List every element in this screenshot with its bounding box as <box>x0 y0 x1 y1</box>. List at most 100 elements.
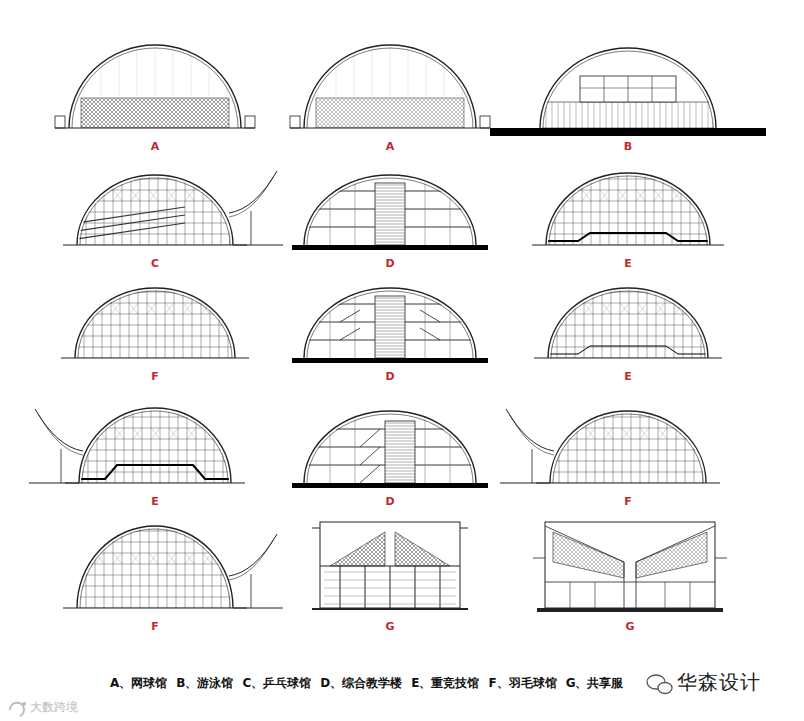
drawing-line <box>29 483 79 484</box>
drawing-line <box>201 303 210 314</box>
section-drawing <box>534 288 722 358</box>
arch-outline <box>75 288 235 358</box>
drawing-line <box>611 288 612 358</box>
drawing-line <box>656 303 665 314</box>
drawing-line <box>375 209 405 210</box>
drawing-line <box>558 102 559 128</box>
drawing-line <box>600 190 609 201</box>
drawing-line <box>210 288 211 358</box>
logo-mark <box>10 703 24 716</box>
drawing-line <box>219 303 228 314</box>
section-letter: A <box>151 140 160 154</box>
drawing-line <box>532 244 724 245</box>
drawing-line <box>79 428 231 429</box>
section-drawing <box>500 409 720 483</box>
drawing-line <box>251 211 252 245</box>
drawing-line <box>588 102 589 128</box>
drawing-line <box>575 288 576 358</box>
drawing-line <box>122 526 123 608</box>
drawing-line <box>620 303 629 314</box>
drawing-line <box>375 304 405 305</box>
key-item: A、网球馆 <box>110 675 167 691</box>
drawing-line <box>137 45 138 98</box>
drawing-line <box>84 288 85 358</box>
drawing-line <box>385 477 415 478</box>
section-letter: E <box>624 370 632 384</box>
drawing-line <box>552 102 553 128</box>
drawing-line <box>330 288 331 358</box>
drawing-line <box>548 347 708 348</box>
drawing-line <box>440 566 441 608</box>
drawing-line <box>75 303 84 314</box>
drawing-line <box>77 553 86 564</box>
drawing-line <box>546 179 710 180</box>
drawing-line <box>355 288 356 358</box>
drawing-line <box>113 190 122 201</box>
drawing-line <box>584 303 593 314</box>
drawing-line <box>79 472 231 473</box>
drawing-line <box>158 526 159 608</box>
arch-inner <box>307 178 473 245</box>
drawing-line <box>185 553 194 564</box>
drawing-line <box>221 553 230 564</box>
drawing-line <box>636 190 645 201</box>
drawing-line <box>666 102 667 128</box>
section-letter: G <box>625 620 634 634</box>
drawing-line <box>385 423 415 424</box>
facade <box>79 408 232 483</box>
drawing-line <box>140 526 141 608</box>
roof-fill <box>395 532 450 566</box>
drawing-line <box>462 45 463 98</box>
section-drawing <box>292 288 488 363</box>
key-item: G、共享服 <box>566 675 624 691</box>
drawing-line <box>194 175 195 245</box>
drawing-line <box>158 175 159 245</box>
drawing-line <box>77 586 233 587</box>
drawing-line <box>690 102 691 128</box>
arch-inner <box>551 291 705 358</box>
drawing-line <box>636 562 637 608</box>
drawing-line <box>167 190 176 201</box>
drawing-line <box>149 526 150 608</box>
legend-row: A、网球馆B、游泳馆C、乒乓球馆D、综合教学楼E、重竞技馆F、羽毛球馆G、共享服 <box>110 675 624 691</box>
drawing-line <box>647 288 648 358</box>
drawing-line <box>550 472 706 473</box>
arch-outline <box>550 411 706 483</box>
drawing-line <box>628 76 629 102</box>
drawing-line <box>375 224 405 225</box>
drawing-line <box>233 245 283 246</box>
drawing-line <box>672 190 681 201</box>
canopy-wing <box>506 409 554 451</box>
section-letter: B <box>624 140 632 154</box>
drawing-line <box>77 575 233 576</box>
section-drawing <box>312 522 468 610</box>
drawing-line <box>318 45 319 98</box>
drawing-line <box>692 303 701 314</box>
drawing-line <box>425 175 426 245</box>
arch-inner <box>307 291 473 358</box>
drawing-line <box>129 288 130 358</box>
drawing-line <box>640 428 649 439</box>
drawing-line <box>546 190 555 201</box>
key-item: D、综合教学楼 <box>320 675 402 691</box>
watermark: 华森设计 <box>677 670 761 694</box>
section-drawing <box>55 45 255 128</box>
drawing-line <box>290 127 490 128</box>
section-letter: F <box>151 620 159 634</box>
drawing-line <box>375 215 405 216</box>
drawing-line <box>665 288 666 358</box>
drawing-line <box>336 45 337 98</box>
drawing-line <box>648 102 649 128</box>
drawing-line <box>656 288 657 358</box>
drawing-line <box>149 190 158 201</box>
facade <box>316 45 464 128</box>
drawing-line <box>570 582 571 608</box>
drawing-line <box>701 288 702 358</box>
drawing-line <box>375 355 405 356</box>
drawing-line <box>375 298 405 299</box>
drawing-line <box>460 528 468 529</box>
drawing-line <box>221 190 230 201</box>
drawing-line <box>77 553 233 554</box>
drawing-line <box>324 588 456 589</box>
drawing-line <box>340 310 360 322</box>
